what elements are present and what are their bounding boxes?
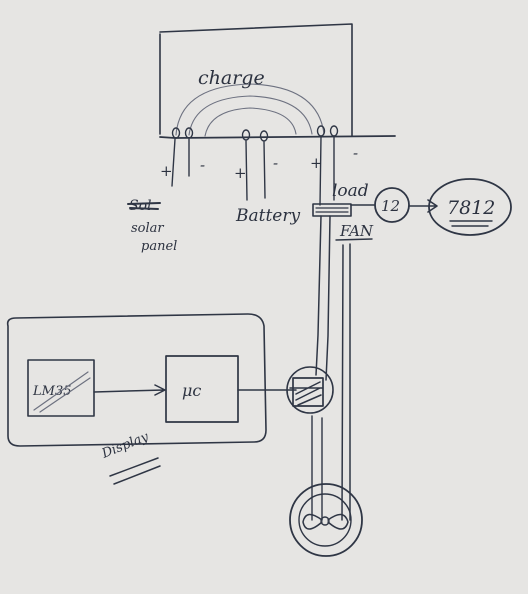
solar-struck-word: Sol xyxy=(129,198,152,214)
display-enclosure xyxy=(6,313,267,447)
microcontroller-label: μc xyxy=(182,381,201,400)
charge-controller-box xyxy=(159,23,396,139)
battery-plus: + xyxy=(234,164,247,182)
battery-label: Battery xyxy=(235,206,300,226)
solar-plus: + xyxy=(160,162,173,180)
arrow-sensor-to-mcu xyxy=(93,384,166,396)
lm35-box xyxy=(27,359,95,417)
load-plus: + xyxy=(310,154,323,172)
microcontroller-box xyxy=(165,355,239,423)
solar-label-line1: solar xyxy=(131,221,164,236)
relay-block xyxy=(286,366,334,414)
regulator-ellipse xyxy=(428,178,512,236)
fan-label: FAN xyxy=(339,222,374,240)
twelve-label: 12 xyxy=(381,197,400,215)
display-label: Display xyxy=(99,429,151,462)
load-block xyxy=(312,203,352,217)
solar-label-line2: panel xyxy=(141,239,177,254)
twelve-circle xyxy=(374,187,410,223)
regulator-label: 7812 xyxy=(447,197,495,219)
arrow-to-regulator xyxy=(408,199,438,213)
load-terminals xyxy=(316,125,339,206)
lm35-label: LM35 xyxy=(32,384,72,399)
load-label: load xyxy=(332,181,369,201)
solar-terminals xyxy=(171,127,194,187)
fan-wires xyxy=(311,215,351,521)
battery-terminals xyxy=(241,129,269,201)
load-minus: - xyxy=(353,144,358,162)
fan-motor-icon xyxy=(289,483,363,557)
strike-through xyxy=(127,202,161,210)
solar-minus: - xyxy=(200,156,205,174)
charge-label: charge xyxy=(198,67,265,89)
battery-minus: - xyxy=(273,154,278,172)
